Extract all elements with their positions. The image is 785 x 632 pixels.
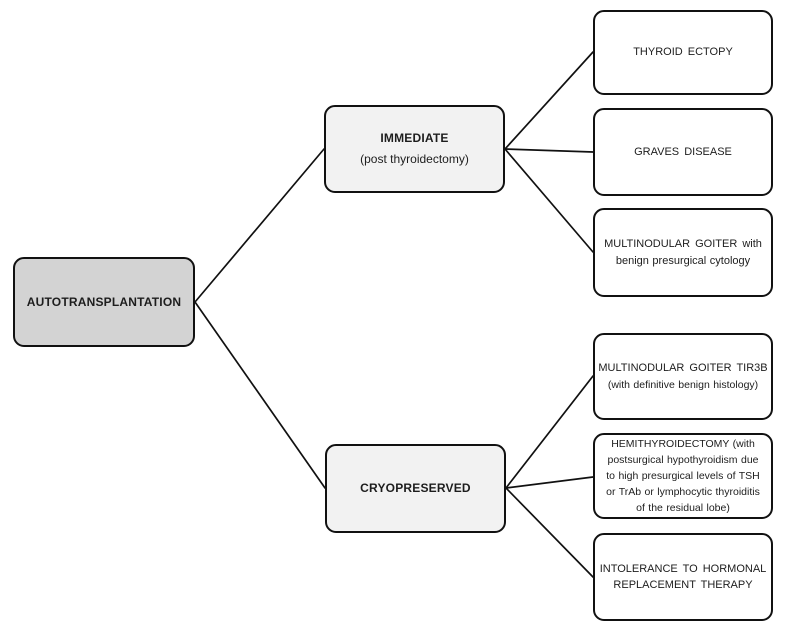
leaf-line: postsurgical hypothyroidism due — [607, 454, 759, 466]
node-intolerance-hormonal: INTOLERANCE TO HORMONAL REPLACEMENT THER… — [593, 533, 773, 621]
node-label: AUTOTRANSPLANTATION — [26, 294, 182, 309]
connector-cryo-tir3b — [505, 375, 594, 489]
node-title: CRYOPRESERVED — [360, 481, 471, 495]
leaf-line: HEMITHYROIDECTOMY (with — [611, 438, 755, 450]
node-graves-disease: GRAVES DISEASE — [593, 108, 773, 196]
node-thyroid-ectopy: THYROID ECTOPY — [593, 10, 773, 95]
leaf-line: of the residual lobe) — [636, 502, 730, 514]
node-subtitle: (post thyroidectomy) — [360, 152, 469, 166]
leaf-line: or TrAb or lymphocytic thyroiditis — [606, 486, 760, 498]
leaf-line: THYROID ECTOPY — [633, 46, 733, 59]
connector-immediate-goiter — [504, 148, 594, 253]
node-multinodular-goiter-benign: MULTINODULAR GOITER with benign presurgi… — [593, 208, 773, 297]
leaf-line: INTOLERANCE TO HORMONAL — [599, 562, 767, 575]
connector-root-immediate — [194, 148, 325, 303]
node-hemithyroidectomy: HEMITHYROIDECTOMY (with postsurgical hyp… — [593, 433, 773, 519]
connector-cryo-hemithyroid — [505, 476, 594, 489]
leaf-line: (with definitive benign histology) — [607, 378, 759, 391]
node-autotransplantation: AUTOTRANSPLANTATION — [13, 257, 195, 347]
leaf-line: REPLACEMENT THERAPY — [613, 579, 753, 591]
leaf-line: MULTINODULAR GOITER TIR3B — [598, 362, 768, 375]
connector-immediate-graves — [504, 148, 594, 153]
connector-immediate-ectopy — [504, 51, 594, 150]
leaf-line: GRAVES DISEASE — [634, 145, 732, 158]
node-title: IMMEDIATE — [380, 131, 449, 145]
leaf-line: to high presurgical levels of TSH — [606, 470, 760, 482]
connector-root-cryopreserved — [194, 301, 326, 489]
node-cryopreserved: CRYOPRESERVED — [325, 444, 506, 533]
connector-cryo-intolerance — [505, 487, 594, 578]
node-multinodular-goiter-tir3b: MULTINODULAR GOITER TIR3B (with definiti… — [593, 333, 773, 420]
node-immediate: IMMEDIATE (post thyroidectomy) — [324, 105, 505, 193]
leaf-line: MULTINODULAR GOITER with — [604, 238, 762, 250]
leaf-line: benign presurgical cytology — [615, 254, 751, 267]
